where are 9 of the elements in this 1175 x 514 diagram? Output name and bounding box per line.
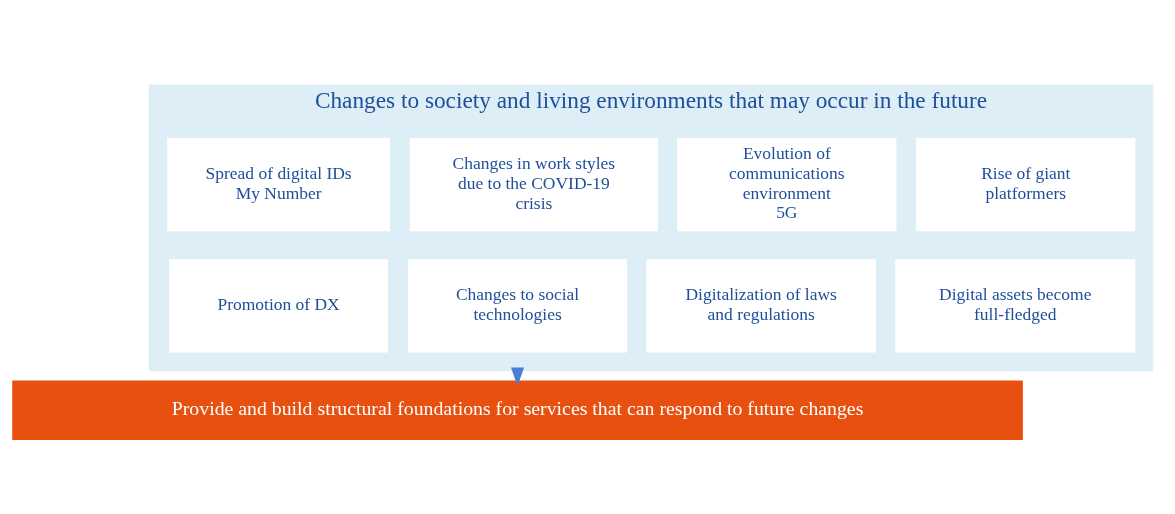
node-box: Digitalization of laws and regulations (646, 258, 876, 352)
node-box: Digital assets become full-fledged (895, 258, 1136, 352)
node-box: Provide and build structural foundations for services that can respond to future changes (12, 379, 1023, 440)
node-box: Rise of giant platformers (916, 137, 1136, 231)
node-box: Changes to social technologies (408, 258, 628, 352)
node-box: Spread of digital IDs My Number (167, 137, 390, 231)
node-box: Changes in work styles due to the COVID-19 crisis (409, 137, 659, 231)
node-box: Evolution of communications environment 5G (677, 137, 897, 231)
node-box: Promotion of DX (169, 258, 389, 352)
